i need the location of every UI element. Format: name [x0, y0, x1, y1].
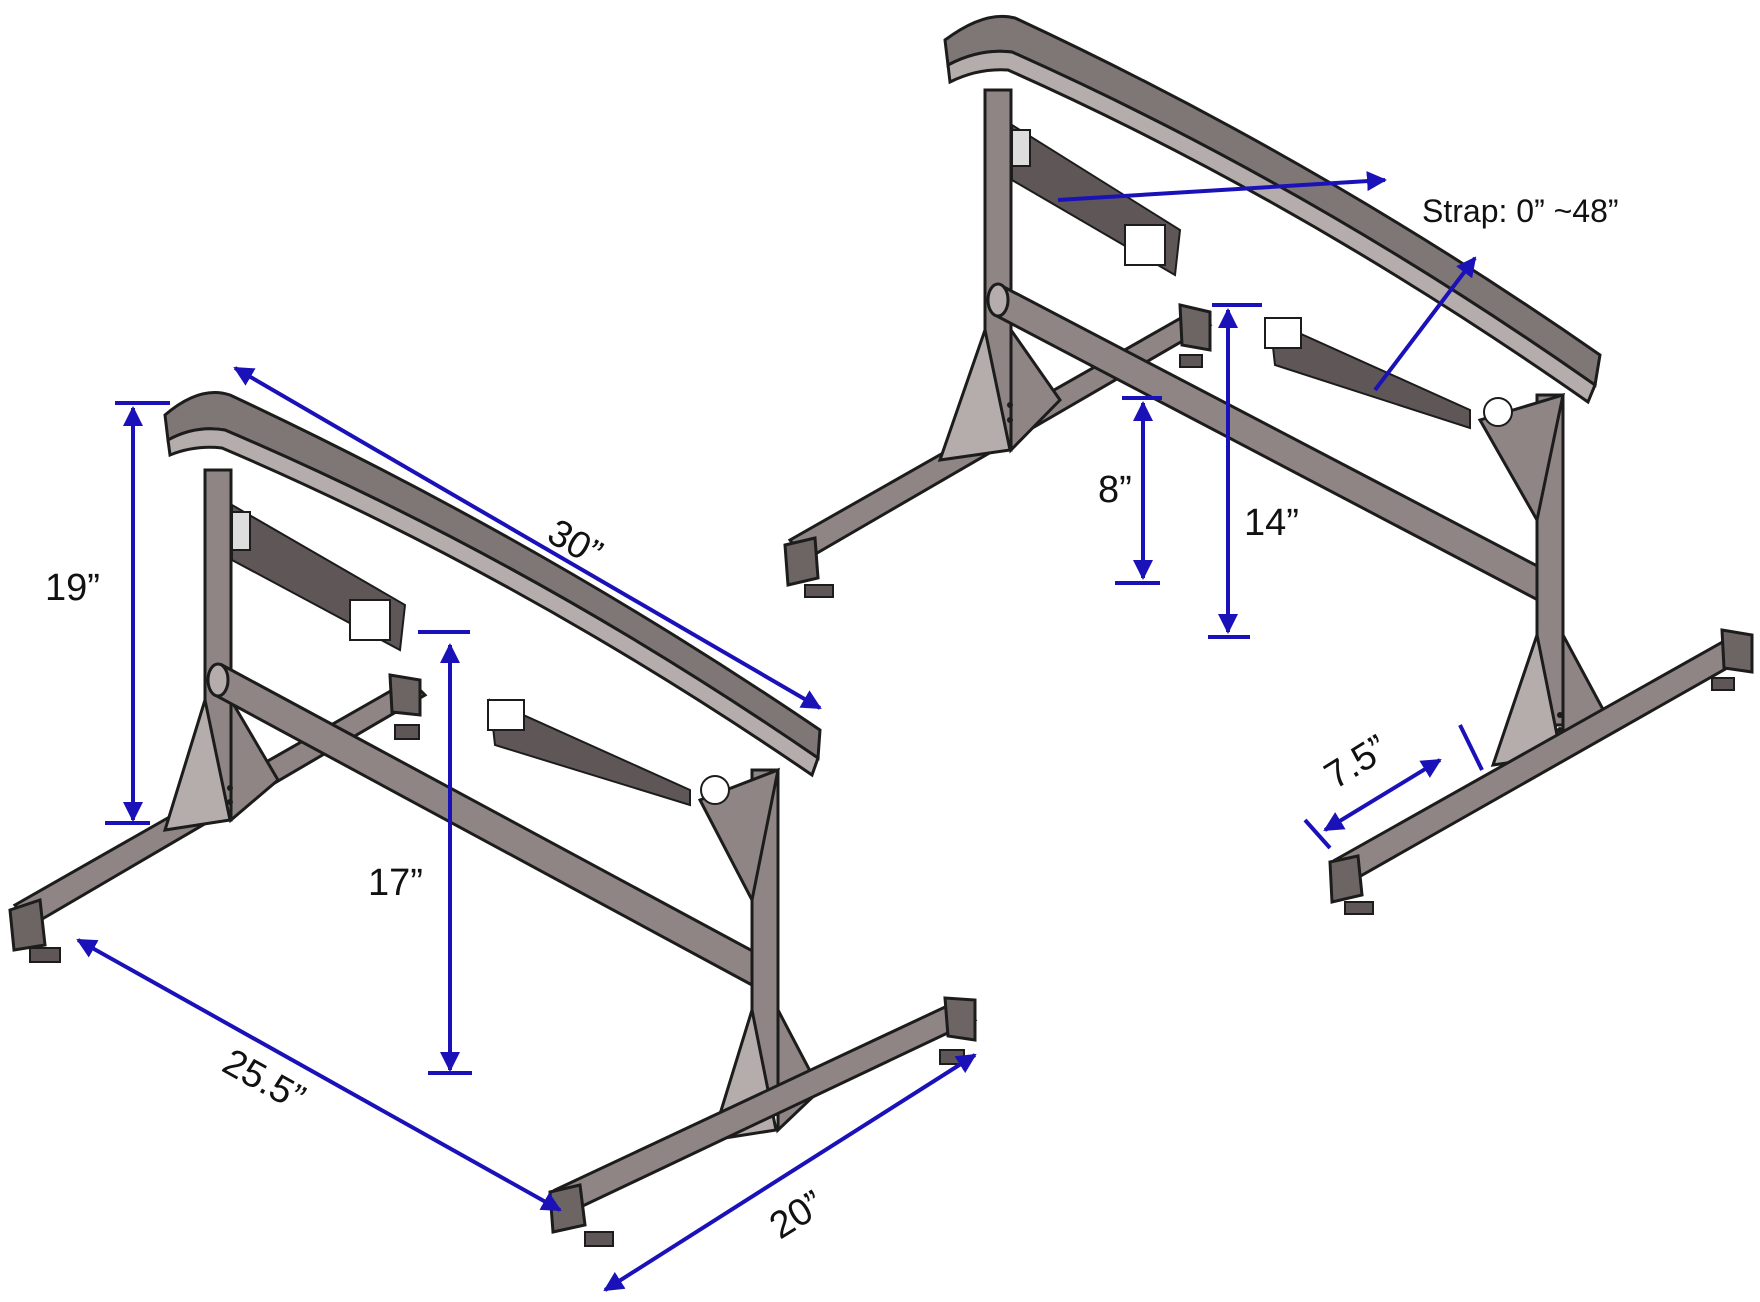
- label-height-8: 8”: [1098, 469, 1132, 511]
- label-height-19: 19”: [45, 567, 100, 609]
- label-height-17: 17”: [368, 862, 423, 904]
- right-strap-buckle-front: [1264, 317, 1513, 430]
- left-strap-buckle-back: [231, 503, 407, 652]
- right-top-cradle: [943, 14, 1602, 405]
- left-strap-buckle-front: [487, 698, 730, 807]
- left-back-post: [162, 468, 280, 832]
- dimension-arrow-foot-20: [603, 1053, 977, 1292]
- strap-arrow-front: [1373, 256, 1477, 392]
- dimension-arrow-length-30: [233, 366, 822, 710]
- dimension-arrow-depth-25-5: [76, 938, 562, 1212]
- label-foot-20: 20”: [763, 1183, 832, 1248]
- label-offset-7-5: 7.5”: [1318, 727, 1396, 797]
- right-back-post: [937, 88, 1062, 462]
- right-stand: [783, 14, 1754, 915]
- strap-arrow-back: [1057, 171, 1387, 202]
- dimension-lines: [76, 171, 1484, 1292]
- dimension-tick: [1303, 818, 1332, 850]
- label-depth-25-5: 25.5”: [216, 1041, 312, 1120]
- right-strap-buckle-back: [1011, 123, 1182, 277]
- label-strap-range: Strap: 0” ~48”: [1422, 193, 1619, 229]
- right-front-post: [1477, 392, 1608, 767]
- left-crossbar: [206, 662, 762, 988]
- dimension-arrow-offset-7-5: [1323, 758, 1442, 832]
- label-height-14: 14”: [1244, 502, 1299, 544]
- dimension-tick: [1458, 724, 1484, 771]
